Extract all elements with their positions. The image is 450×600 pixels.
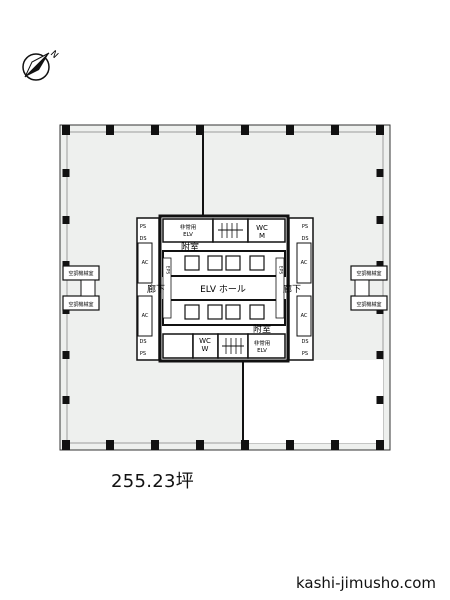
structural-column xyxy=(286,440,294,450)
label-corridor-west: 廊下 xyxy=(147,283,165,295)
structural-column xyxy=(241,440,249,450)
structural-column xyxy=(62,396,70,404)
structural-column xyxy=(62,216,70,224)
label-ac-room-east-1: 空調機械室 xyxy=(356,270,381,277)
structural-column xyxy=(331,125,339,135)
label-ac-room-east-2: 空調機械室 xyxy=(356,301,381,308)
structural-column xyxy=(106,125,114,135)
label-ps-sw: PS xyxy=(140,351,146,357)
structural-column xyxy=(376,169,384,177)
structural-column xyxy=(196,440,204,450)
structural-column xyxy=(376,125,384,135)
label-elv-hall: ELV ホール xyxy=(200,284,246,295)
structural-column xyxy=(196,125,204,135)
label-ac-room-west-2: 空調機械室 xyxy=(68,301,93,308)
label-ps-ne: PS xyxy=(302,224,308,230)
structural-column xyxy=(376,351,384,359)
structural-column xyxy=(376,261,384,269)
label-ds-sw: DS xyxy=(139,339,146,345)
label-ac-room-west-1: 空調機械室 xyxy=(68,270,93,277)
structural-column xyxy=(106,440,114,450)
compass-icon: N xyxy=(22,49,60,81)
label-ac-w2: AC xyxy=(142,313,149,319)
structural-column xyxy=(376,216,384,224)
structural-column xyxy=(62,351,70,359)
label-ds-nw: DS xyxy=(139,236,146,242)
structural-column xyxy=(286,125,294,135)
floor-area-label: 255.23坪 xyxy=(111,471,195,492)
structural-column xyxy=(62,261,70,269)
label-ds-se: DS xyxy=(301,339,308,345)
label-corridor-east: 廊下 xyxy=(283,283,301,295)
label-ac-e1: AC xyxy=(301,260,308,266)
structural-column xyxy=(376,440,384,450)
structural-column xyxy=(151,440,159,450)
building-core xyxy=(136,214,314,363)
label-ps-nw: PS xyxy=(140,224,146,230)
label-annex-north: 附室 xyxy=(181,241,199,253)
structural-column xyxy=(241,125,249,135)
structural-column xyxy=(376,396,384,404)
label-eps-w: EPS xyxy=(165,266,171,275)
structural-column xyxy=(62,125,70,135)
label-annex-south: 附室 xyxy=(253,323,271,335)
label-ps-se: PS xyxy=(302,351,308,357)
structural-column xyxy=(62,169,70,177)
ac-room-east xyxy=(350,265,388,311)
site-url-watermark: kashi-jimusho.com xyxy=(296,574,437,592)
structural-column xyxy=(331,440,339,450)
label-ac-w1: AC xyxy=(142,260,149,266)
structural-column xyxy=(151,125,159,135)
structural-column xyxy=(62,440,70,450)
north-label: N xyxy=(48,49,60,61)
label-ds-ne: DS xyxy=(301,236,308,242)
label-ac-e2: AC xyxy=(301,313,308,319)
ac-room-west xyxy=(62,265,100,311)
label-eps-e: EPS xyxy=(278,266,284,275)
